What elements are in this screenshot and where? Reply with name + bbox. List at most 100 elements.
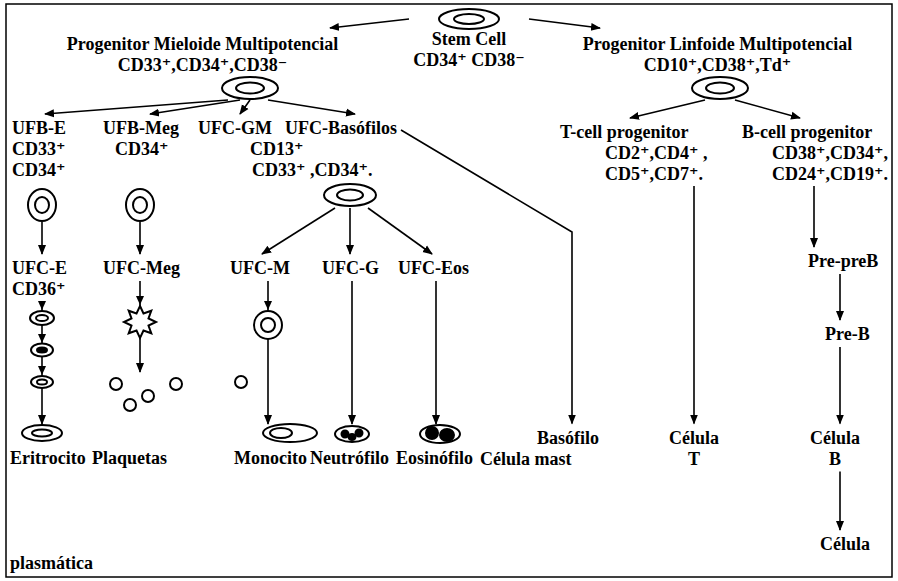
- cell-name: Célula T: [665, 428, 723, 470]
- mature-cell: Eosinófilo: [394, 424, 478, 471]
- lineage-arrow: [630, 100, 705, 118]
- lineage-arrow: [349, 208, 351, 254]
- marker-text: CD13⁺: [250, 139, 304, 160]
- cell-shape: [170, 378, 182, 390]
- cell-name: UFC-Basófilos: [285, 118, 397, 139]
- lineage-arrow: [262, 208, 335, 254]
- stem-cell: Stem CellCD34⁺ CD38⁻: [409, 6, 529, 72]
- lineage-arrow: [529, 19, 600, 28]
- cell-name: Plaquetas: [92, 448, 167, 469]
- progenitor-label: B-cell progenitorCD38⁺,CD34⁺,CD24⁺,CD19⁺…: [740, 118, 892, 186]
- lineage-arrow: [368, 208, 432, 254]
- cell-shape: [28, 189, 56, 221]
- lineage-arrow: [693, 186, 695, 424]
- cell-name: T-cell progenitor: [560, 122, 689, 143]
- cell-shape: [335, 426, 369, 442]
- cell-shape: [439, 9, 499, 29]
- mature-cell: Neutrófilo: [308, 424, 393, 471]
- cell-name: Pre-preB: [808, 251, 878, 272]
- marker-text: CD33⁺: [12, 139, 66, 160]
- cell-shape: [337, 190, 363, 201]
- cell-shape: [356, 430, 363, 437]
- cell-name: UFC-Eos: [398, 258, 469, 279]
- marker-text: CD24⁺,CD19⁺.: [772, 164, 888, 185]
- colony-label: UFC-Meg: [100, 254, 184, 281]
- marker-text: CD5⁺,CD7⁺.: [605, 164, 703, 185]
- cell-shape: [22, 425, 62, 441]
- marker-text: CD2⁺,CD4⁺ ,: [605, 143, 708, 164]
- cell-name: UFC-E: [12, 258, 67, 279]
- marker-text: CD10⁺,CD38⁺,Td⁺: [644, 55, 792, 76]
- cell-shape: [349, 434, 356, 440]
- cell-shape: [324, 184, 376, 206]
- cell-shape: [35, 197, 49, 213]
- cell-shape: [692, 77, 748, 99]
- mature-cell: Basófilo: [535, 424, 604, 451]
- cell-label-text: Célula mast: [480, 449, 572, 470]
- cell-name: Célula B: [806, 428, 864, 470]
- lineage-arrow: [839, 472, 841, 531]
- cell-name: UFC-Meg: [103, 258, 180, 279]
- erythroblast-stack: [30, 311, 54, 388]
- marker-text: CD36⁺: [12, 279, 66, 300]
- lineage-arrow: [45, 100, 228, 114]
- frame: [6, 4, 892, 577]
- cell-shape: [110, 378, 122, 390]
- lineage-arrow: [813, 186, 815, 247]
- lineage-arrow: [240, 100, 250, 114]
- progenitor-cell: UFB-ECD33⁺CD34⁺: [10, 114, 76, 222]
- arrow-head: [38, 296, 272, 375]
- cell-shape: [440, 429, 454, 441]
- cell-shape: [270, 428, 292, 438]
- marker-text: CD38⁺,CD34⁺,: [772, 143, 888, 164]
- marker-text: CD33⁺ ,CD34⁺.: [252, 160, 373, 181]
- cell-name: UFC-G: [322, 258, 379, 279]
- cell-name: Stem Cell: [432, 29, 506, 50]
- cell-shape: [235, 376, 247, 388]
- lineage-arrow: [839, 347, 841, 424]
- cell-name: Eritrocito: [10, 448, 86, 469]
- cell-name: Eosinófilo: [396, 448, 473, 469]
- lineage-arrow: [330, 19, 409, 28]
- mature-cell: Célula B: [806, 424, 864, 472]
- cell-shape: [706, 83, 734, 94]
- cell-name: Progenitor Linfoide Multipotencial: [583, 34, 852, 55]
- progenitor-cell: Progenitor Mieloide MultipotencialCD33⁺,…: [60, 28, 345, 100]
- lineage-arrow: [839, 274, 841, 320]
- marker-text: CD34⁺: [115, 139, 169, 160]
- progenitor-cell: Progenitor Linfoide MultipotencialCD10⁺,…: [550, 28, 885, 100]
- mature-cell: Monocito: [232, 424, 320, 471]
- colony-label: UFC-Eos: [396, 254, 474, 281]
- mature-cell: Célula: [818, 530, 876, 557]
- marker-text: CD34⁺: [12, 160, 66, 181]
- stage-label: Pre-B: [823, 320, 875, 347]
- cell-shape: [454, 14, 484, 24]
- cell-name: UFB-E: [12, 118, 66, 139]
- cell-name: Progenitor Mieloide Multipotencial: [67, 34, 338, 55]
- lineage-arrow: [150, 100, 240, 114]
- cell-shape: [124, 399, 136, 411]
- cell-name: Neutrófilo: [310, 448, 389, 469]
- cell-shape: [142, 390, 154, 402]
- cell-name: B-cell progenitor: [742, 122, 872, 143]
- monoblast-cell: [254, 311, 282, 339]
- cell-shape: [126, 189, 154, 221]
- lineage-arrow: [41, 222, 43, 254]
- lineage-arrow: [268, 100, 355, 114]
- mature-cell: Eritrocito: [8, 424, 90, 471]
- mature-cell: Plaquetas: [90, 372, 172, 471]
- cell-shape: [420, 425, 460, 443]
- stage-label: Pre-preB: [806, 247, 884, 274]
- cell-label-text: plasmática: [10, 553, 93, 574]
- lineage-arrow: [435, 281, 437, 424]
- mature-cell: Célula T: [665, 424, 723, 472]
- colony-label: UFC-ECD36⁺: [10, 254, 76, 301]
- cell-name: Monocito: [234, 448, 307, 469]
- cell-name: UFC-GM: [198, 118, 272, 139]
- progenitor-label: T-cell progenitorCD2⁺,CD4⁺ ,CD5⁺,CD7⁺.: [558, 118, 712, 186]
- lineage-arrow: [735, 100, 800, 118]
- cell-shape: [342, 431, 349, 438]
- progenitor-cell: UFB-MegCD34⁺: [100, 114, 183, 222]
